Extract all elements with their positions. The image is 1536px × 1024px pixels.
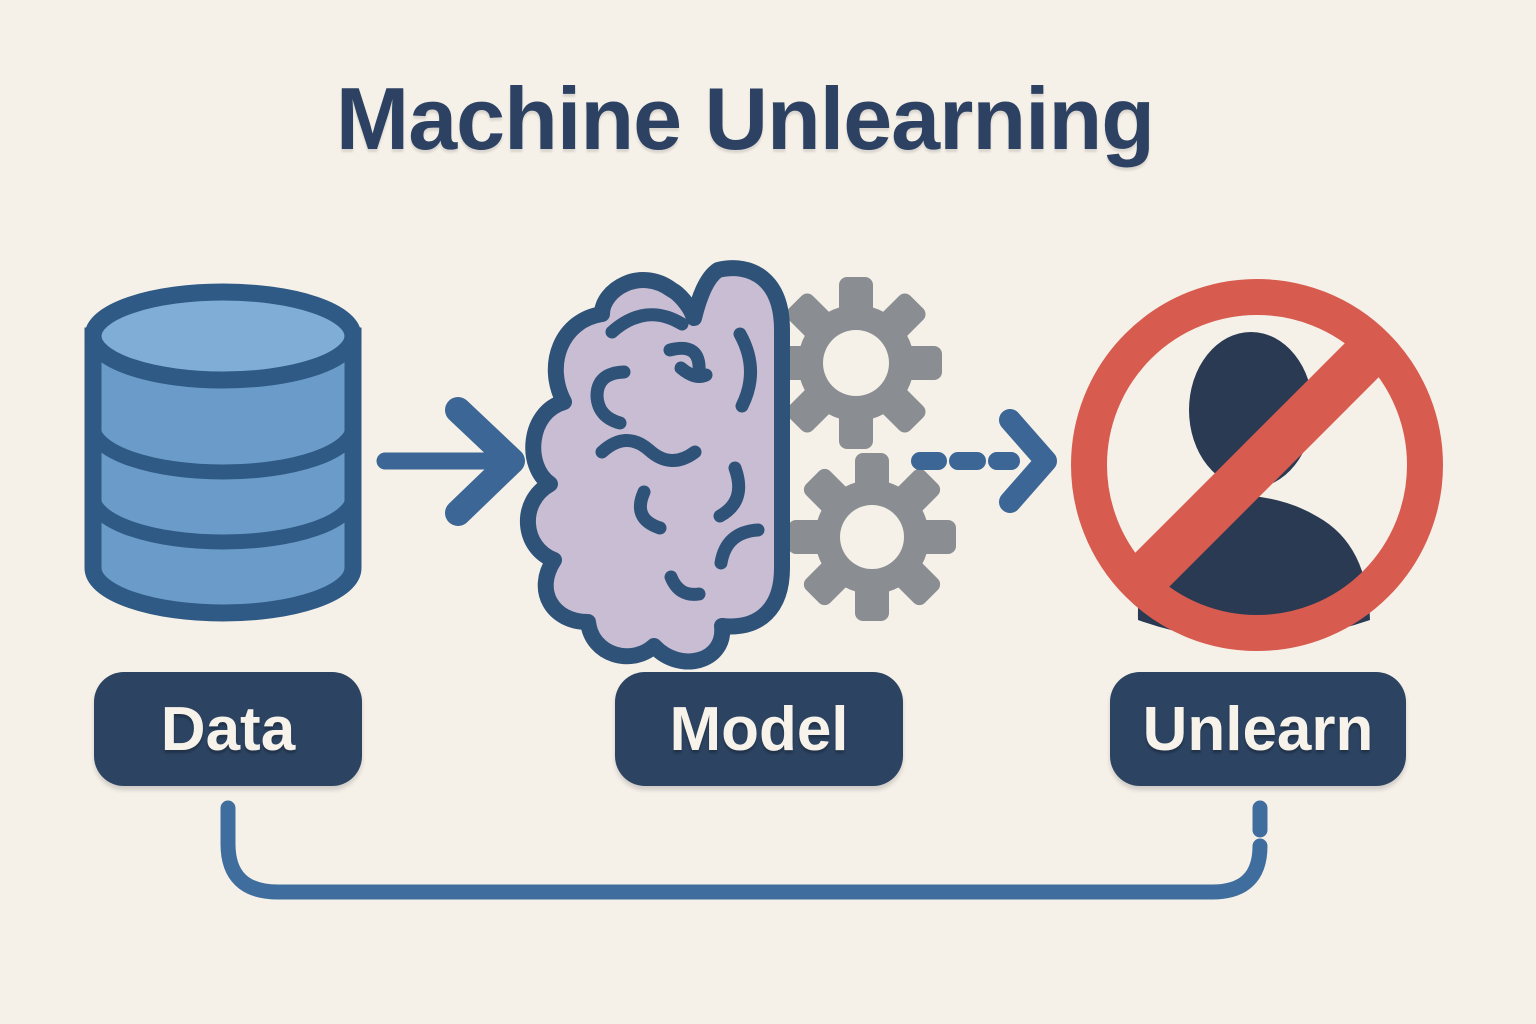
- page-title: Machine Unlearning: [335, 69, 1155, 168]
- database-icon: [84, 283, 362, 622]
- no-user-icon: [1071, 279, 1443, 651]
- brain-outline: [519, 260, 790, 670]
- node-label-model: Model: [669, 694, 849, 764]
- gear-top-icon: [756, 277, 942, 449]
- database-band-lower: [85, 496, 361, 550]
- database-top: [84, 283, 362, 389]
- ban-circle: [1071, 279, 1443, 651]
- gear-bottom-icon: [788, 453, 956, 621]
- node-pill-data: Data: [94, 672, 362, 786]
- arrow-data-to-model: [376, 397, 525, 526]
- node-pill-unlearn: Unlearn: [1110, 672, 1406, 786]
- node-pill-model: Model: [615, 672, 903, 786]
- node-label-unlearn: Unlearn: [1142, 694, 1374, 764]
- feedback-loop-line: [220, 800, 1268, 900]
- node-label-data: Data: [160, 694, 296, 764]
- ban-slash: [1121, 329, 1393, 601]
- arrow-model-to-unlearn-dashed: [911, 409, 1057, 513]
- brain-icon: [519, 260, 790, 670]
- database-band-upper: [85, 426, 361, 480]
